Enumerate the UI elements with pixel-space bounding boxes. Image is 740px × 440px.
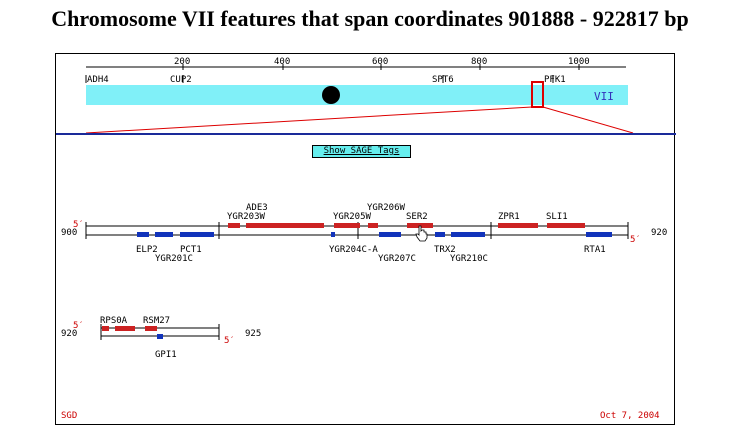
gene-label[interactable]: YGR210C — [450, 254, 488, 264]
footer-date: Oct 7, 2004 — [600, 411, 660, 421]
zoom-region-highlight[interactable] — [531, 81, 544, 108]
overview-gene-label[interactable]: CUP2 — [170, 75, 192, 85]
overview-gene-label[interactable]: PFK1 — [544, 75, 566, 85]
gene-label[interactable]: ADE3 — [246, 203, 268, 213]
gene-feature-crick[interactable] — [180, 232, 214, 237]
hand-cursor-icon — [415, 225, 428, 242]
gene-label[interactable]: GPI1 — [155, 350, 177, 360]
gene-label[interactable]: RTA1 — [584, 245, 606, 255]
gene-feature-watson[interactable] — [334, 223, 360, 228]
chromosome-map: 200 400 600 800 1000 ADH4 CUP2 SPT6 PFK1… — [55, 53, 676, 425]
gene-label[interactable]: ELP2 — [136, 245, 158, 255]
overview-gene-label[interactable]: ADH4 — [87, 75, 109, 85]
map-svg: 200 400 600 800 1000 ADH4 CUP2 SPT6 PFK1… — [56, 57, 676, 421]
chromosome-label: VII — [594, 90, 614, 103]
ruler-tick-label: 200 — [174, 57, 190, 67]
centromere-icon — [322, 86, 340, 104]
gene-label[interactable]: RPS0A — [100, 316, 128, 326]
gene-label[interactable]: SLI1 — [546, 212, 568, 222]
gene-label[interactable]: PCT1 — [180, 245, 202, 255]
feature-track-900-920: 900 920 5′ 5′ ADE3 YGR203W YGR206W — [61, 203, 667, 264]
gene-feature-watson[interactable] — [145, 326, 157, 331]
chromosome-bar[interactable] — [86, 85, 628, 105]
track-coordinate-left: 920 — [61, 329, 77, 339]
strand-5prime-label: 5′ — [73, 321, 84, 331]
page-title: Chromosome VII features that span coordi… — [51, 6, 689, 31]
gene-label[interactable]: ZPR1 — [498, 212, 520, 222]
gene-feature-crick[interactable] — [155, 232, 173, 237]
gene-feature-watson[interactable] — [407, 223, 433, 228]
gene-feature-crick[interactable] — [586, 232, 612, 237]
footer-source: SGD — [61, 411, 77, 421]
track-coordinate-right: 920 — [651, 228, 667, 238]
track-coordinate-right: 925 — [245, 329, 261, 339]
gene-feature-watson[interactable] — [368, 223, 378, 228]
gene-label[interactable]: SER2 — [406, 212, 428, 222]
ruler-tick-label: 600 — [372, 57, 388, 67]
gene-label[interactable]: RSM27 — [143, 316, 170, 326]
overview-ruler: 200 400 600 800 1000 — [86, 57, 626, 70]
show-sage-tags-label: Show SAGE Tags — [323, 146, 400, 156]
show-sage-tags-button[interactable]: Show SAGE Tags — [312, 145, 411, 158]
gene-label[interactable]: YGR203W — [227, 212, 266, 222]
gene-feature-watson[interactable] — [102, 326, 109, 331]
strand-5prime-label: 5′ — [224, 336, 235, 346]
strand-5prime-label: 5′ — [630, 235, 641, 245]
strand-5prime-label: 5′ — [73, 220, 84, 230]
gene-feature-crick[interactable] — [379, 232, 401, 237]
gene-feature-watson[interactable] — [498, 223, 538, 228]
zoom-line-left — [85, 106, 533, 134]
gene-feature-crick[interactable] — [157, 334, 163, 339]
gene-feature-crick[interactable] — [451, 232, 485, 237]
gene-label[interactable]: YGR206W — [367, 203, 406, 213]
gene-feature-watson[interactable] — [115, 326, 135, 331]
gene-feature-watson[interactable] — [547, 223, 585, 228]
ruler-tick-label: 400 — [274, 57, 290, 67]
overview-gene-labels: ADH4 CUP2 SPT6 PFK1 — [85, 75, 566, 85]
gene-feature-crick[interactable] — [331, 232, 335, 237]
ruler-tick-label: 800 — [471, 57, 487, 67]
gene-label[interactable]: YGR207C — [378, 254, 416, 264]
gene-feature-crick[interactable] — [137, 232, 149, 237]
gene-feature-watson[interactable] — [228, 223, 240, 228]
gene-label[interactable]: TRX2 — [434, 245, 456, 255]
overview-gene-label[interactable]: SPT6 — [432, 75, 454, 85]
ruler-tick-label: 1000 — [568, 57, 590, 67]
zoom-line-right — [542, 106, 634, 134]
gene-feature-crick[interactable] — [435, 232, 445, 237]
gene-feature-watson[interactable] — [246, 223, 324, 228]
gene-label[interactable]: YGR201C — [155, 254, 193, 264]
gene-label[interactable]: YGR204C-A — [329, 245, 378, 255]
gene-label[interactable]: YGR205W — [333, 212, 372, 222]
track-coordinate-left: 900 — [61, 228, 77, 238]
feature-track-920-925: 920 925 5′ 5′ RPS0A RSM27 GPI1 — [61, 316, 261, 360]
